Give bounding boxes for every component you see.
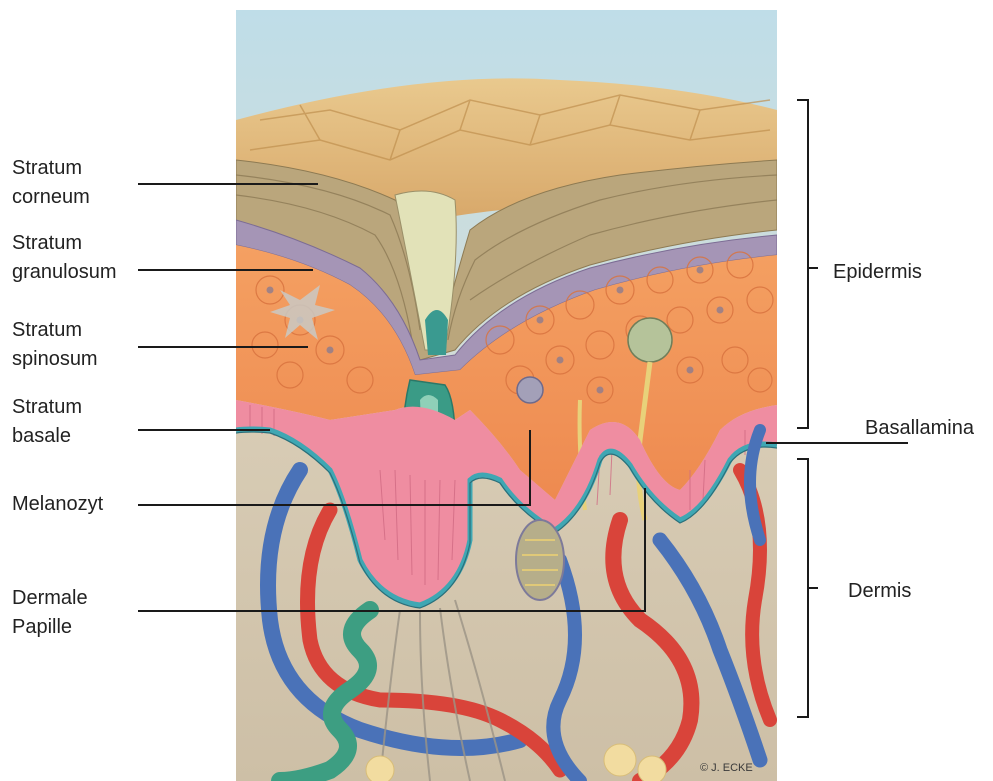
label-dermis-line1: Dermis <box>848 577 911 606</box>
label-dermale-papille: Dermale Papille <box>12 584 88 642</box>
label-stratum-granulosum-line1: Stratum <box>12 229 117 258</box>
label-melanozyt: Melanozyt <box>12 490 103 519</box>
label-stratum-granulosum: Stratum granulosum <box>12 229 117 287</box>
label-stratum-corneum-line1: Stratum <box>12 154 90 183</box>
label-melanozyt-line1: Melanozyt <box>12 490 103 519</box>
label-basallamina-line1: Basallamina <box>865 414 974 443</box>
label-basallamina: Basallamina <box>865 414 974 443</box>
label-stratum-corneum: Stratum corneum <box>12 154 90 212</box>
bracket-dermis <box>797 459 808 717</box>
label-stratum-corneum-line2: corneum <box>12 183 90 212</box>
label-stratum-spinosum-line1: Stratum <box>12 316 98 345</box>
label-stratum-granulosum-line2: granulosum <box>12 258 117 287</box>
label-epidermis: Epidermis <box>833 258 922 287</box>
label-stratum-basale: Stratum basale <box>12 393 82 451</box>
label-stratum-basale-line1: Stratum <box>12 393 82 422</box>
receptor-capsule <box>628 318 672 362</box>
label-dermale-papille-line1: Dermale <box>12 584 88 613</box>
meissner-corpuscle <box>516 520 564 600</box>
bracket-epidermis <box>797 100 808 428</box>
melanocyte-cell <box>517 377 543 403</box>
copyright-notice: © J. ECKE <box>700 762 753 774</box>
label-dermis: Dermis <box>848 577 911 606</box>
label-epidermis-line1: Epidermis <box>833 258 922 287</box>
label-stratum-spinosum-line2: spinosum <box>12 345 98 374</box>
label-dermale-papille-line2: Papille <box>12 613 88 642</box>
label-stratum-basale-line2: basale <box>12 422 82 451</box>
label-stratum-spinosum: Stratum spinosum <box>12 316 98 374</box>
skin-illustration <box>236 10 777 781</box>
